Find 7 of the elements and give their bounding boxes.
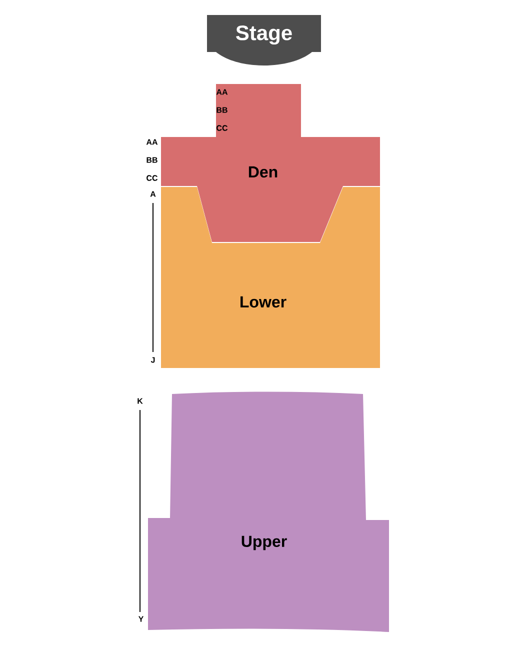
- row-label: AA: [216, 89, 228, 95]
- row-label: BB: [216, 107, 228, 113]
- seating-section: Upper: [148, 392, 389, 632]
- seating-section: Lower: [161, 187, 380, 368]
- row-label: CC: [216, 125, 228, 131]
- row-label: A: [150, 191, 156, 197]
- row-label: CC: [146, 175, 158, 181]
